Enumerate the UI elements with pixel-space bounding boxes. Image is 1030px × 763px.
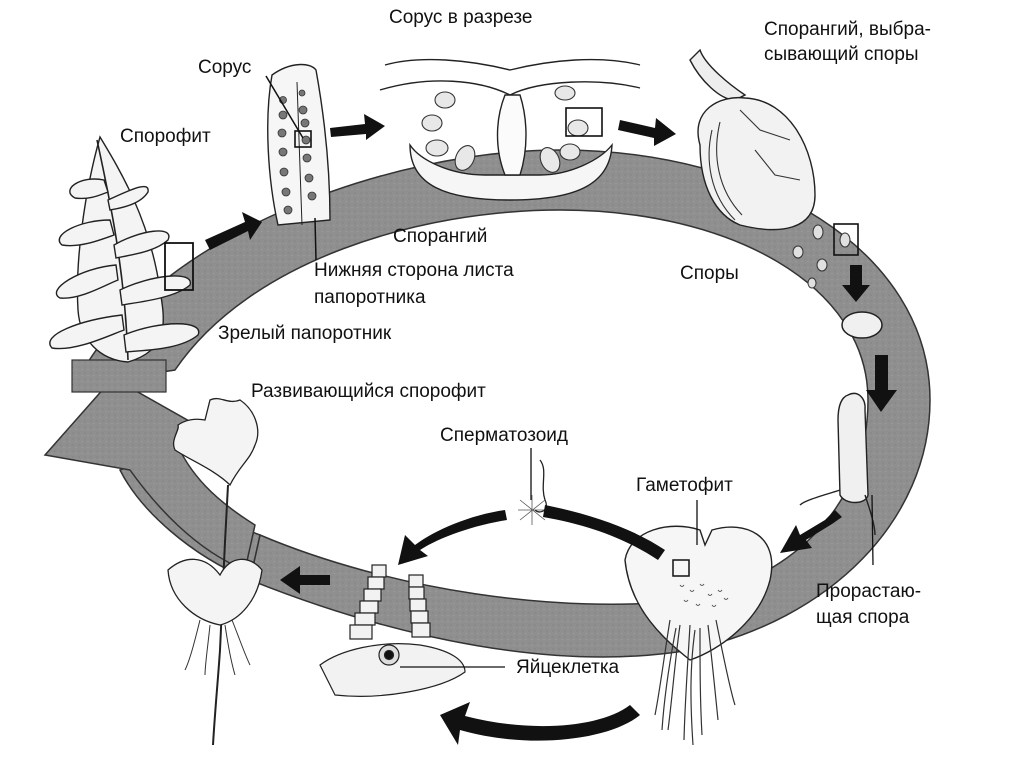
label-egg-cell: Яйцеклетка <box>516 657 620 678</box>
label-spermatozoid: Сперматозоид <box>440 425 568 446</box>
sporangium-release-illustration <box>689 48 859 289</box>
label-gametophyte: Гаметофит <box>636 475 733 496</box>
arrow-gametophyte-to-archegonium <box>440 702 640 745</box>
label-germinating-spore-line2: щая спора <box>816 607 910 628</box>
arrow-sorus-to-section <box>330 114 385 140</box>
label-mature-fern: Зрелый папоротник <box>218 323 392 344</box>
sorus-section-illustration <box>379 58 641 201</box>
sorus-pointer-line <box>265 75 304 139</box>
cycle-arrow-head <box>43 359 256 572</box>
label-sporangium-release-line2: сывающий споры <box>764 44 919 65</box>
label-sorus: Сорус <box>198 57 252 78</box>
germinating-spore-pointer-line <box>871 494 874 566</box>
spermatozoid-illustration <box>518 448 548 525</box>
label-leaf-underside-line2: папоротника <box>314 287 426 308</box>
leaf-underside-illustration <box>265 63 331 261</box>
label-developing-sporophyte: Развивающийся спорофит <box>251 381 486 402</box>
gametophyte-illustration <box>624 500 773 746</box>
label-spores: Споры <box>680 263 739 284</box>
label-germinating-spore-line1: Прорастаю- <box>816 581 922 602</box>
spore-illustration <box>841 311 883 339</box>
label-sporophyte: Спорофит <box>120 126 211 147</box>
arrow-spores-down-1 <box>842 265 870 302</box>
archegonium-illustration <box>319 564 505 697</box>
label-sporangium: Спорангий <box>393 226 488 247</box>
arrow-sporophyte-to-sorus <box>205 212 262 250</box>
arrow-germinating-to-gametophyte <box>780 510 842 553</box>
label-sorus-section: Сорус в разрезе <box>389 7 533 28</box>
developing-sporophyte-illustration <box>167 397 263 746</box>
mature-fern-illustration <box>49 135 200 363</box>
cycle-arrows <box>205 114 897 745</box>
label-sporangium-release-line1: Спорангий, выбра- <box>764 19 932 40</box>
germinating-spore-illustration <box>799 392 876 566</box>
arrow-spores-down-2 <box>866 355 897 412</box>
leaf-underside-pointer-line <box>314 217 317 261</box>
arrow-spermatozoid-to-archegonium <box>398 510 507 565</box>
label-leaf-underside-line1: Нижняя сторона листа <box>314 260 514 281</box>
arrow-gametophyte-to-spermatozoid <box>543 505 665 560</box>
arrow-archegonium-to-young-sporophyte <box>280 566 330 594</box>
arrow-section-to-sporangium <box>618 118 676 146</box>
